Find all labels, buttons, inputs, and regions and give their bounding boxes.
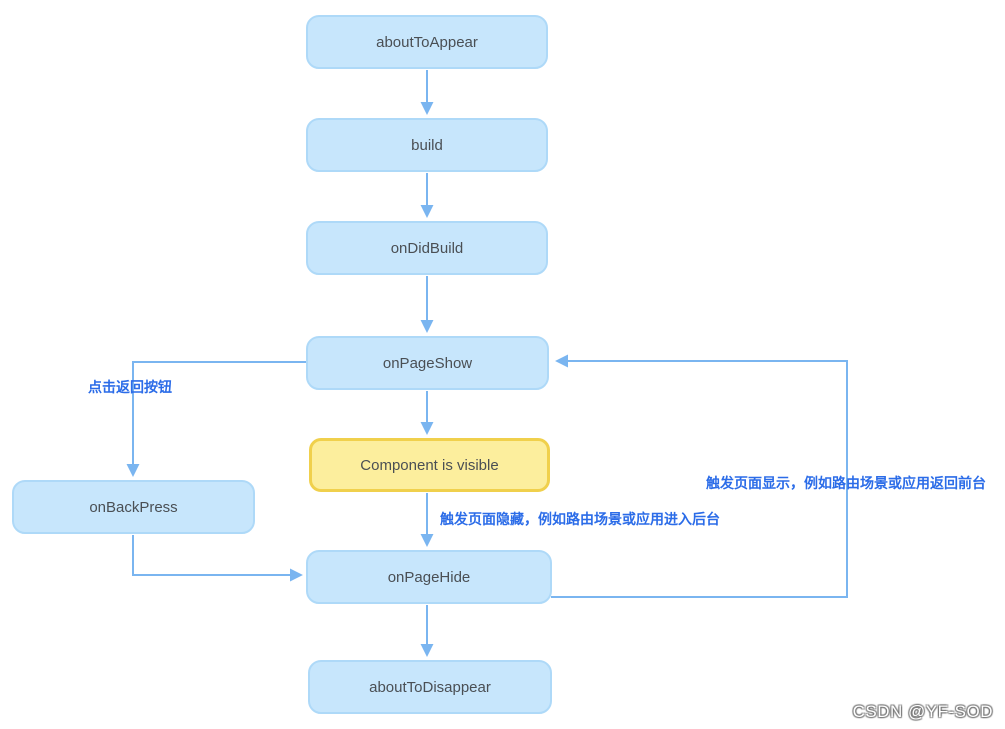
edge-onBackPress-onPageHide [132,535,303,582]
node-onPageShow: onPageShow [306,336,549,390]
node-onPageHide: onPageHide [306,550,552,604]
node-label: onBackPress [89,498,178,516]
node-label: onDidBuild [390,239,464,257]
node-label: Component is visible [360,456,499,474]
node-onBackPress: onBackPress [12,480,255,534]
node-onDidBuild: onDidBuild [306,221,548,275]
node-label: aboutToAppear [376,33,478,51]
node-label: onPageShow [382,354,473,372]
node-aboutToAppear: aboutToAppear [306,15,548,69]
edge-onPageShow-onBackPress [126,361,306,477]
node-aboutToDisappear: aboutToDisappear [308,660,552,714]
node-component-is-visible: Component is visible [309,438,550,492]
edge-label-back-press: 点击返回按钮 [88,379,172,395]
edge-label-page-show: 触发页面显示，例如路由场景或应用返回前台 [706,475,986,491]
node-label: build [411,136,443,154]
edge-onPageHide-onPageShow [551,354,848,598]
csdn-watermark: CSDN @YF-SOD [852,702,993,721]
node-build: build [306,118,548,172]
node-label: onPageHide [387,568,471,586]
edge-label-page-hide: 触发页面隐藏，例如路由场景或应用进入后台 [440,511,720,527]
node-label: aboutToDisappear [369,678,491,696]
